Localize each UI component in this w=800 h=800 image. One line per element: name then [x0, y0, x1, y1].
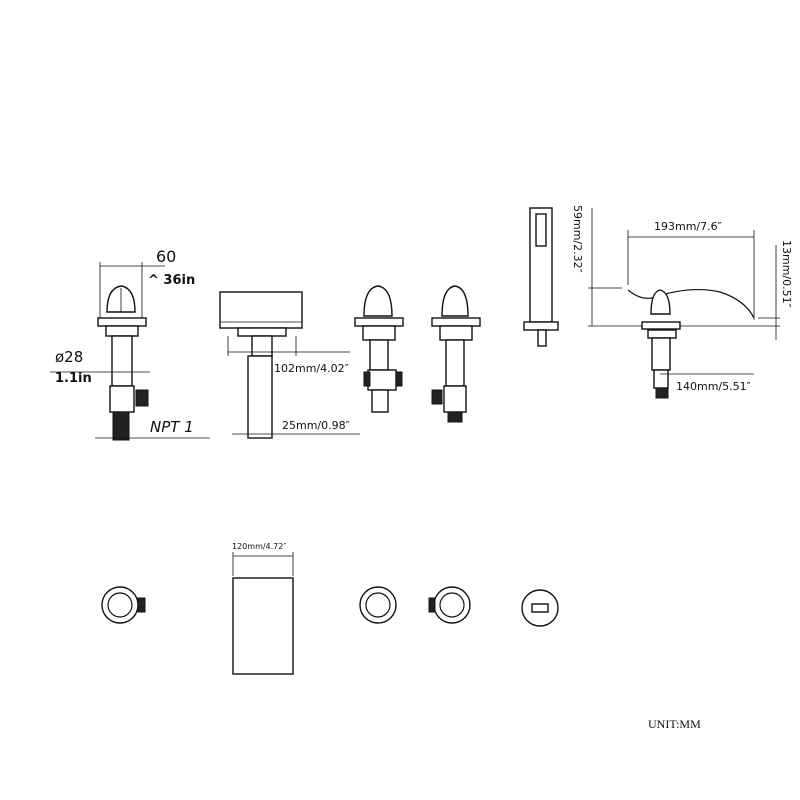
shower-holder-elevation	[588, 208, 780, 399]
valve-width-label: 60	[156, 247, 176, 266]
handshower-height-label: 59mm/2.32″	[571, 205, 584, 273]
valve-width-in-label: ^ 36in	[148, 273, 195, 288]
spout-elevation	[219, 291, 360, 439]
valve-middle-elevation	[354, 285, 404, 413]
spout-width-label: 102mm/4.02″	[274, 362, 349, 375]
unit-label: UNIT:MM	[648, 717, 701, 731]
valve-left-elevation	[50, 262, 210, 441]
plan-view	[101, 552, 559, 675]
spout-pipe-label: 25mm/0.98″	[282, 419, 350, 432]
holder-reach-label: 140mm/5.51″	[676, 380, 751, 393]
hand-shower-elevation	[523, 207, 559, 347]
spout-top-width-label: 120mm/4.72″	[232, 542, 286, 551]
hose-offset-label: 13mm/0.51″	[780, 240, 793, 308]
thread-label: NPT 1	[150, 418, 194, 436]
hose-length-label: 193mm/7.6″	[654, 220, 722, 233]
valve-right-elevation	[431, 285, 481, 423]
valve-diameter-in-label: 1.1in	[55, 371, 92, 386]
valve-diameter-label: ø28	[55, 348, 83, 366]
